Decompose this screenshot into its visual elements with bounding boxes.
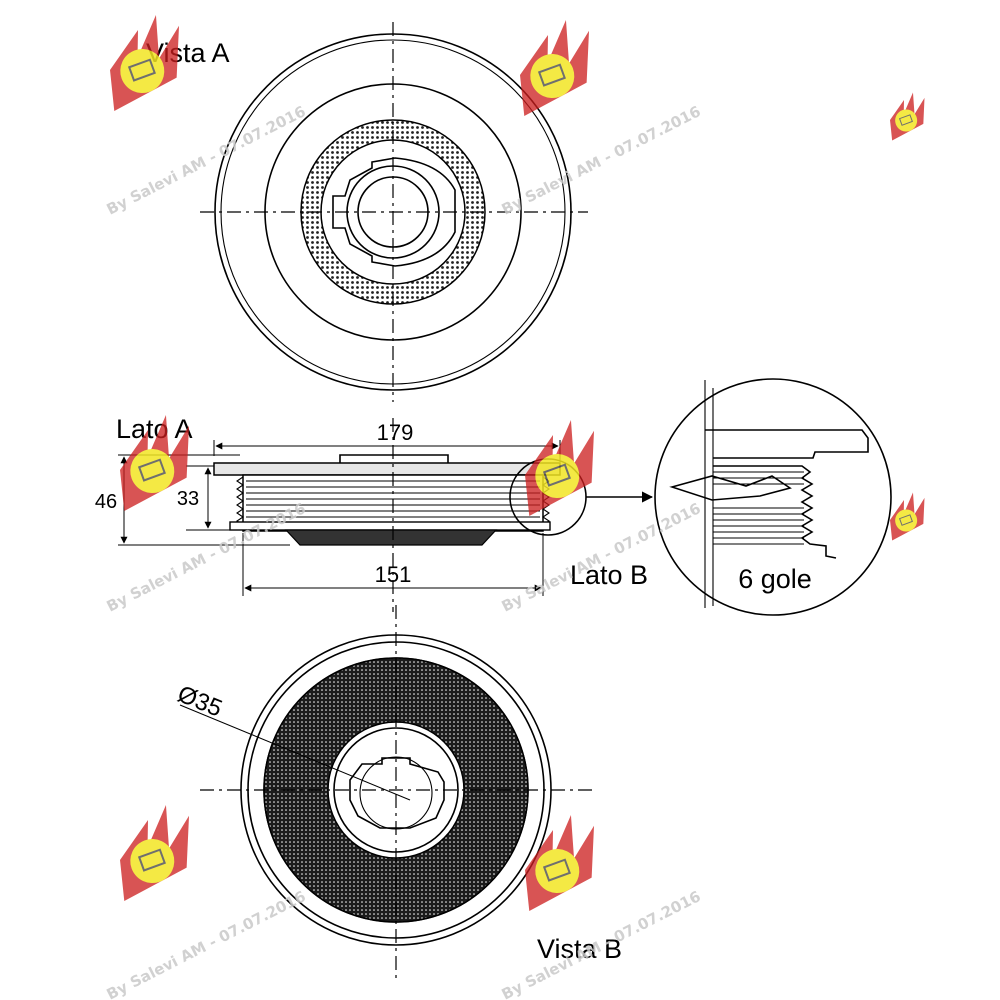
watermark-text: By Salevi AM - 07.07.2016: [104, 499, 309, 615]
vista-a-view: [200, 22, 588, 402]
bore-diameter-label: Ø35: [174, 681, 226, 723]
watermark-text: By Salevi AM - 07.07.2016: [499, 102, 704, 218]
dimension-151: 151: [242, 533, 544, 596]
dimension-151-label: 151: [375, 562, 412, 587]
watermark-logo: [497, 12, 610, 118]
watermark-logo: [97, 797, 210, 903]
watermark-text: By Salevi AM - 07.07.2016: [104, 102, 309, 218]
watermark-text: By Salevi AM - 07.07.2016: [104, 887, 309, 1000]
lato-b-label: Lato B: [570, 560, 648, 590]
lato-a-label: Lato A: [116, 414, 193, 444]
dimension-179: 179: [213, 420, 561, 462]
watermark-logo: [878, 88, 935, 142]
dimension-46-label: 46: [95, 491, 117, 513]
groove-detail-view: 6 gole: [654, 378, 892, 616]
grooves-label: 6 gole: [738, 564, 812, 594]
dimension-179-label: 179: [377, 420, 414, 445]
vista-b-view: Ø35: [174, 605, 592, 980]
dimension-33: 33: [177, 465, 230, 531]
vista-b-label: Vista B: [537, 934, 622, 964]
dimension-33-label: 33: [177, 488, 199, 510]
watermark-logo: [878, 488, 935, 542]
